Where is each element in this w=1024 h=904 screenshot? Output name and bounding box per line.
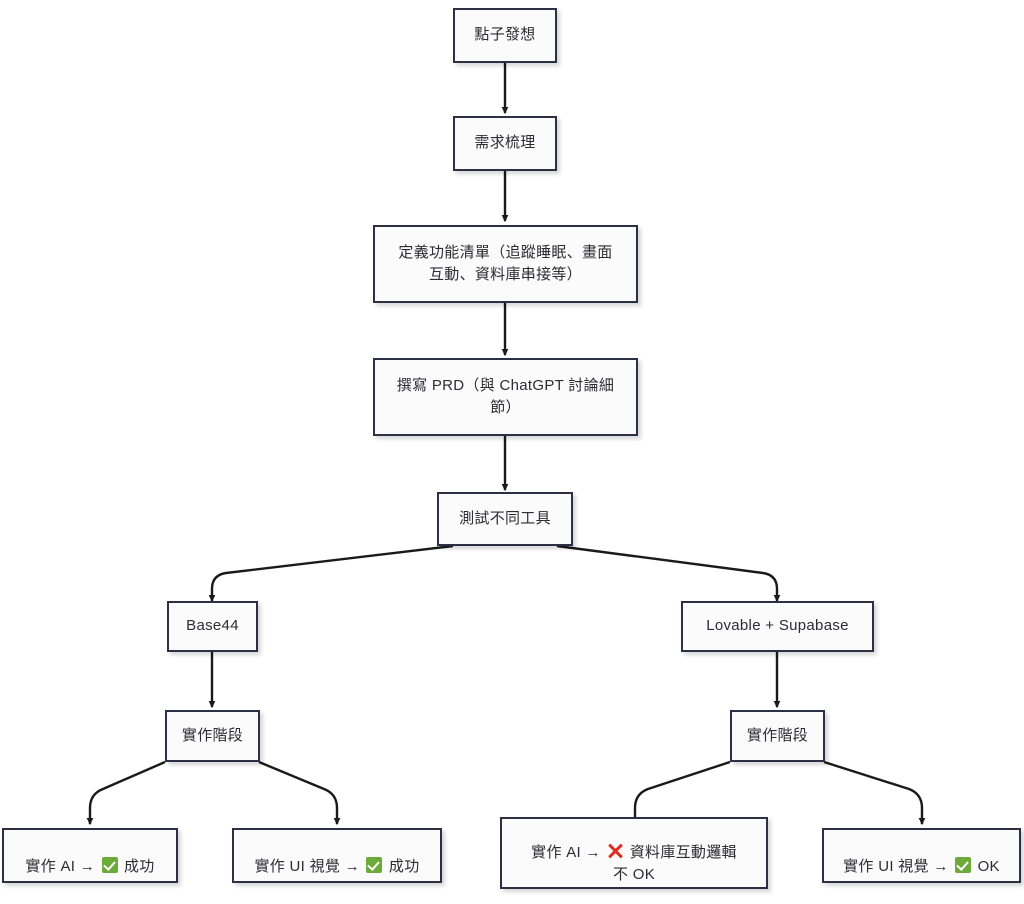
edge-testtools-to-lovable: [556, 544, 781, 603]
cross-mark-icon: [607, 843, 623, 859]
result-suffix: 成功: [384, 857, 420, 875]
node-idea[interactable]: 點子發想: [453, 8, 557, 63]
node-result-ui-lovable[interactable]: 實作 UI 視覺 → OK: [822, 828, 1021, 883]
node-result-ai-lovable[interactable]: 實作 AI → 資料庫互動邏輯 不 OK: [500, 817, 768, 889]
node-feature-list-label: 定義功能清單（追蹤睡眠、畫面 互動、資料庫串接等）: [398, 243, 613, 284]
edge-implleft-to-leafai: [86, 760, 166, 826]
result-suffix: 成功: [119, 857, 155, 875]
node-result-ui-lovable-label: 實作 UI 視覺 → OK: [843, 833, 1000, 878]
result-prefix: 實作 UI 視覺 →: [843, 857, 954, 875]
edge-testtools-to-base44: [208, 544, 454, 603]
result-prefix: 實作 AI →: [531, 843, 606, 861]
node-idea-label: 點子發想: [474, 26, 536, 44]
node-lovable-supabase[interactable]: Lovable + Supabase: [681, 601, 874, 652]
edge-implright-to-leafui: [823, 760, 926, 826]
node-prd[interactable]: 撰寫 PRD（與 ChatGPT 討論細 節）: [373, 358, 638, 436]
node-implementation-right-label: 實作階段: [746, 726, 809, 744]
node-result-ai-base44-label: 實作 AI → 成功: [25, 833, 154, 878]
edge-implleft-to-leafui: [258, 760, 341, 826]
node-implementation-left[interactable]: 實作階段: [165, 710, 260, 762]
node-lovable-supabase-label: Lovable + Supabase: [706, 617, 849, 635]
node-result-ai-lovable-label: 實作 AI → 資料庫互動邏輯 不 OK: [531, 819, 737, 887]
check-mark-icon: [366, 856, 383, 873]
node-result-ai-base44[interactable]: 實作 AI → 成功: [2, 828, 178, 883]
result-prefix: 實作 UI 視覺 →: [254, 857, 365, 875]
node-prd-label: 撰寫 PRD（與 ChatGPT 討論細 節）: [396, 376, 615, 417]
node-implementation-right[interactable]: 實作階段: [730, 710, 825, 762]
node-result-ui-base44[interactable]: 實作 UI 視覺 → 成功: [232, 828, 442, 883]
result-prefix: 實作 AI →: [25, 857, 100, 875]
node-requirement[interactable]: 需求梳理: [453, 116, 557, 171]
edge-implright-to-leafai: [631, 760, 731, 826]
node-base44[interactable]: Base44: [167, 601, 258, 652]
check-mark-icon: [101, 856, 118, 873]
node-base44-label: Base44: [186, 617, 239, 635]
node-result-ui-base44-label: 實作 UI 視覺 → 成功: [254, 833, 419, 878]
node-test-tools[interactable]: 測試不同工具: [437, 492, 573, 546]
node-implementation-left-label: 實作階段: [181, 726, 244, 744]
result-suffix: 資料庫互動邏輯 不 OK: [612, 843, 737, 884]
result-suffix: OK: [973, 857, 1000, 875]
node-test-tools-label: 測試不同工具: [459, 509, 551, 527]
check-mark-icon: [955, 856, 972, 873]
node-requirement-label: 需求梳理: [474, 134, 536, 152]
node-feature-list[interactable]: 定義功能清單（追蹤睡眠、畫面 互動、資料庫串接等）: [373, 225, 638, 303]
